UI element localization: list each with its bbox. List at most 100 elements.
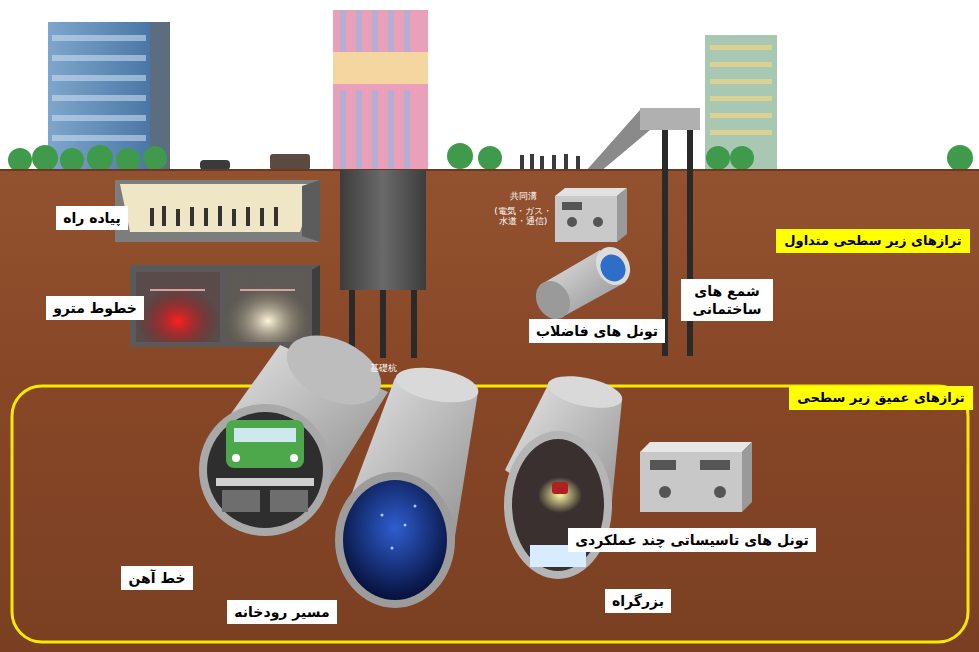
buildings-part <box>333 10 428 172</box>
river-tunnel-part <box>381 505 417 550</box>
label-text: بزرگراه <box>612 592 664 610</box>
utility-box-deep-part-part <box>650 460 676 470</box>
metro-box <box>130 265 320 347</box>
trees-part <box>478 146 502 170</box>
buildings-part <box>705 35 777 172</box>
sky-part <box>0 0 979 172</box>
railway-tunnel-part <box>207 412 323 528</box>
utility-box-upper <box>555 188 627 242</box>
river-tunnel-part <box>335 472 455 608</box>
highway-tunnel-part <box>504 431 612 579</box>
label-text: تونل های تاسیساتی چند عملکردی <box>575 531 808 549</box>
utility-box-upper-part <box>617 188 627 242</box>
trees-part <box>730 146 754 170</box>
trees-part <box>60 148 84 172</box>
utility-box-deep <box>640 442 752 512</box>
vehicles-people-part <box>270 154 310 170</box>
part-label: تونل های فاضلاب <box>529 319 665 343</box>
utility-box-deep-part <box>742 442 752 512</box>
vehicles-people-part <box>576 156 580 169</box>
buildings-part <box>48 22 170 172</box>
sky <box>0 0 979 172</box>
pedestrian-passage-part-part <box>190 207 194 226</box>
buildings-part <box>333 52 428 84</box>
trees-part <box>116 148 140 172</box>
river-tunnel-part-part <box>414 505 417 508</box>
buildings-part-part <box>340 90 346 170</box>
highway-tunnel-part <box>545 370 625 413</box>
pedestrian-passage-part-part <box>274 207 278 226</box>
foundation-piles <box>340 170 426 358</box>
river-tunnel-part-part <box>391 547 394 550</box>
label-text: خط آهن <box>128 569 185 587</box>
buildings-part-part <box>404 10 410 52</box>
trees-part <box>447 143 473 169</box>
railway-tunnel-part <box>226 420 304 468</box>
vehicles-people-part <box>552 155 556 169</box>
sewer-pipe <box>529 241 637 326</box>
trees-part <box>706 146 730 170</box>
buildings-part <box>710 45 772 135</box>
utility-box-deep-part-part <box>700 460 730 470</box>
pedestrian-passage-part-part <box>218 206 222 226</box>
ground-part <box>0 170 979 652</box>
pedestrian-passage-part-part <box>204 208 208 226</box>
buildings-part-part <box>710 62 772 67</box>
annotation-text: (電気・ガス・水道・通信) <box>494 206 552 227</box>
trees-part <box>947 145 973 171</box>
buildings-part-part <box>710 79 772 84</box>
buildings-part-part <box>52 115 146 121</box>
utility-box-deep-part <box>640 442 752 452</box>
highway-tunnel-part <box>552 482 568 494</box>
utility-box-upper-part-part <box>562 202 582 210</box>
buildings-part-part <box>388 90 394 170</box>
river-tunnel-part <box>393 362 481 408</box>
buildings-part-part <box>372 10 378 52</box>
metro-box-part-part <box>240 289 295 291</box>
annotation-text: 共同溝 <box>510 191 537 201</box>
part-label: خطوط مترو <box>46 296 144 320</box>
pedestrian-passage-part-part <box>232 209 236 226</box>
deep-level-outline-part <box>12 386 968 642</box>
metro-box-part-part <box>150 289 205 291</box>
buildings-part <box>340 10 410 170</box>
utility-box-upper-part-part <box>593 217 603 227</box>
pedestrian-passage-part <box>115 180 320 242</box>
overpass <box>585 108 700 172</box>
sewer-pipe-part <box>589 241 637 292</box>
part-label: شمع های ساختمانی <box>681 279 773 321</box>
buildings-part-part <box>52 35 146 41</box>
railway-tunnel-part <box>290 454 298 462</box>
utility-box-upper-part <box>555 196 617 242</box>
ground <box>0 170 979 652</box>
part-label: بزرگراه <box>605 589 671 613</box>
river-tunnel-part <box>343 480 447 600</box>
part-label: خط آهن <box>121 566 192 590</box>
pedestrian-passage-part-part <box>246 207 250 226</box>
vehicles-people-part <box>520 155 524 169</box>
pedestrian-passage-part <box>120 184 316 232</box>
metro-box-part <box>226 272 310 342</box>
railway-tunnel-part <box>199 404 331 536</box>
trees-part <box>32 145 58 171</box>
part-label: تونل های تاسیساتی چند عملکردی <box>568 528 815 552</box>
railway-tunnel-part <box>216 478 314 486</box>
foundation-piles-part-part <box>411 290 417 358</box>
foundation-piles-part <box>340 170 426 290</box>
overpass-piles <box>665 130 690 356</box>
foundation-piles-part-part <box>380 290 386 358</box>
buildings-part-part <box>710 96 772 101</box>
highway-tunnel-part <box>538 477 582 513</box>
part-label: پیاده راه <box>56 206 128 230</box>
ground-part <box>0 169 979 171</box>
river-tunnel-part-part <box>381 514 384 517</box>
buildings-part-part <box>356 10 362 52</box>
vehicles-people <box>200 154 580 170</box>
river-tunnel-part-part <box>404 524 407 527</box>
label-text: ترازهای عمیق زیر سطحی <box>797 390 964 407</box>
overpass-part <box>640 108 700 130</box>
overpass-piles-part <box>687 130 693 356</box>
buildings-part-part <box>388 10 394 52</box>
trees-part <box>87 145 113 171</box>
buildings-part-part <box>356 90 362 170</box>
